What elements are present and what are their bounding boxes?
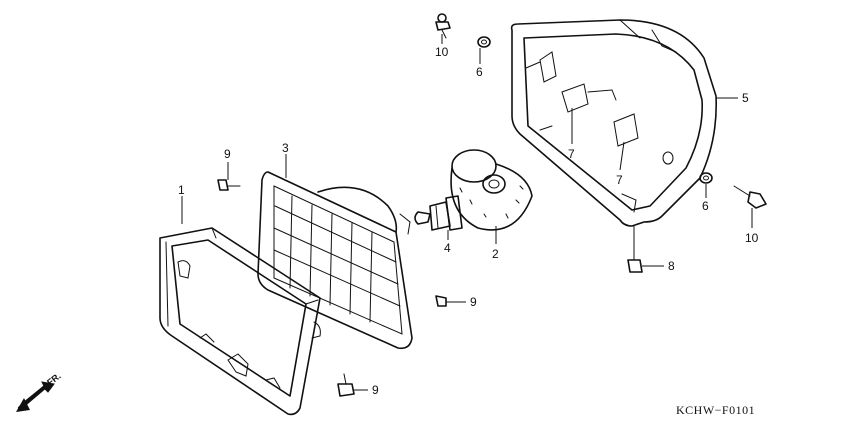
callout-9-middle: 9 xyxy=(470,295,477,309)
callout-10-right: 10 xyxy=(745,231,759,245)
diagram-code: KCHW−F0101 xyxy=(676,403,755,417)
screw-10-top xyxy=(435,13,451,39)
screw-9-lower xyxy=(337,373,355,397)
nut-6-top xyxy=(477,36,491,48)
callout-3: 3 xyxy=(282,141,289,155)
callout-2: 2 xyxy=(492,247,499,261)
callout-4: 4 xyxy=(444,241,451,255)
nut-6-right xyxy=(699,172,713,184)
callout-8: 8 xyxy=(668,259,675,273)
screw-9-middle xyxy=(435,295,459,307)
screw-8 xyxy=(627,243,643,273)
headlight-case xyxy=(510,19,717,227)
headlight-rim xyxy=(159,227,321,416)
callout-6-top: 6 xyxy=(476,65,483,79)
callout-9-upper: 9 xyxy=(224,147,231,161)
leader-lines xyxy=(181,34,753,391)
callout-10-top: 10 xyxy=(435,45,449,59)
callout-6-right: 6 xyxy=(702,199,709,213)
screw-9-upper xyxy=(217,179,241,191)
callout-7-left: 7 xyxy=(568,147,575,161)
screw-10-right xyxy=(733,185,767,209)
callout-9-lower: 9 xyxy=(372,383,379,397)
front-direction-arrow xyxy=(16,381,55,412)
callout-1: 1 xyxy=(178,183,185,197)
sealed-beam-lens xyxy=(257,171,413,350)
headlight-bulb xyxy=(414,195,463,231)
callout-7-right: 7 xyxy=(616,173,623,187)
callout-5: 5 xyxy=(742,91,749,105)
dust-cover xyxy=(450,149,533,231)
